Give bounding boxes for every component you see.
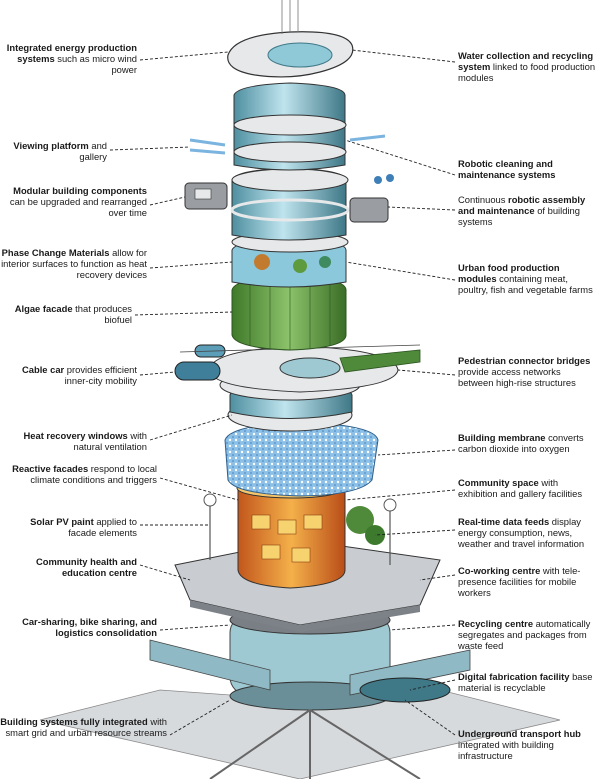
label-cablecar: Cable car provides efficient inner-city … bbox=[21, 364, 137, 386]
label-modular: Modular building components can be upgra… bbox=[9, 185, 147, 218]
label-pcm: Phase Change Materials allow for interio… bbox=[1, 247, 147, 280]
label-carshare: Car-sharing, bike sharing, and logistics… bbox=[22, 616, 157, 638]
label-energy: Integrated energy production systems suc… bbox=[6, 42, 137, 75]
upper-floors bbox=[189, 82, 386, 171]
label-coworking: Co-working centre with tele-presence fac… bbox=[458, 565, 581, 598]
cable-car-level bbox=[174, 344, 421, 393]
label-digifab: Digital fabrication facility base materi… bbox=[458, 671, 593, 693]
leader-lines bbox=[109, 49, 456, 736]
label-health: Community health and education centre bbox=[35, 556, 137, 578]
label-water: Water collection and recycling system li… bbox=[458, 50, 596, 83]
modular-floors bbox=[184, 167, 394, 241]
algae-facade bbox=[231, 275, 347, 351]
label-heatwin: Heat recovery windows with natural venti… bbox=[23, 430, 148, 452]
label-algae: Algae facade that produces biofuel bbox=[14, 303, 132, 325]
label-assembly: Continuous robotic assembly and maintena… bbox=[458, 194, 586, 227]
label-reactive: Reactive facades respond to local climat… bbox=[12, 463, 157, 485]
label-urbanfood: Urban food production modules containing… bbox=[458, 262, 593, 295]
label-pedestrian: Pedestrian connector bridges provide acc… bbox=[458, 355, 591, 388]
label-membrane: Building membrane converts carbon dioxid… bbox=[458, 432, 584, 454]
label-transport: Underground transport hub integrated wit… bbox=[458, 728, 581, 761]
rooftop bbox=[227, 0, 354, 78]
label-recycling: Recycling centre automatically segregate… bbox=[458, 618, 591, 651]
label-datafeeds: Real-time data feeds display energy cons… bbox=[458, 516, 585, 549]
label-solar: Solar PV paint applied to facade element… bbox=[30, 516, 137, 538]
label-bsystems: Building systems fully integrated with s… bbox=[0, 716, 167, 738]
label-viewing: Viewing platform and gallery bbox=[13, 140, 107, 162]
label-community: Community space with exhibition and gall… bbox=[458, 477, 583, 499]
label-robotic: Robotic cleaning and maintenance systems bbox=[458, 158, 556, 180]
building-membrane bbox=[224, 421, 379, 497]
